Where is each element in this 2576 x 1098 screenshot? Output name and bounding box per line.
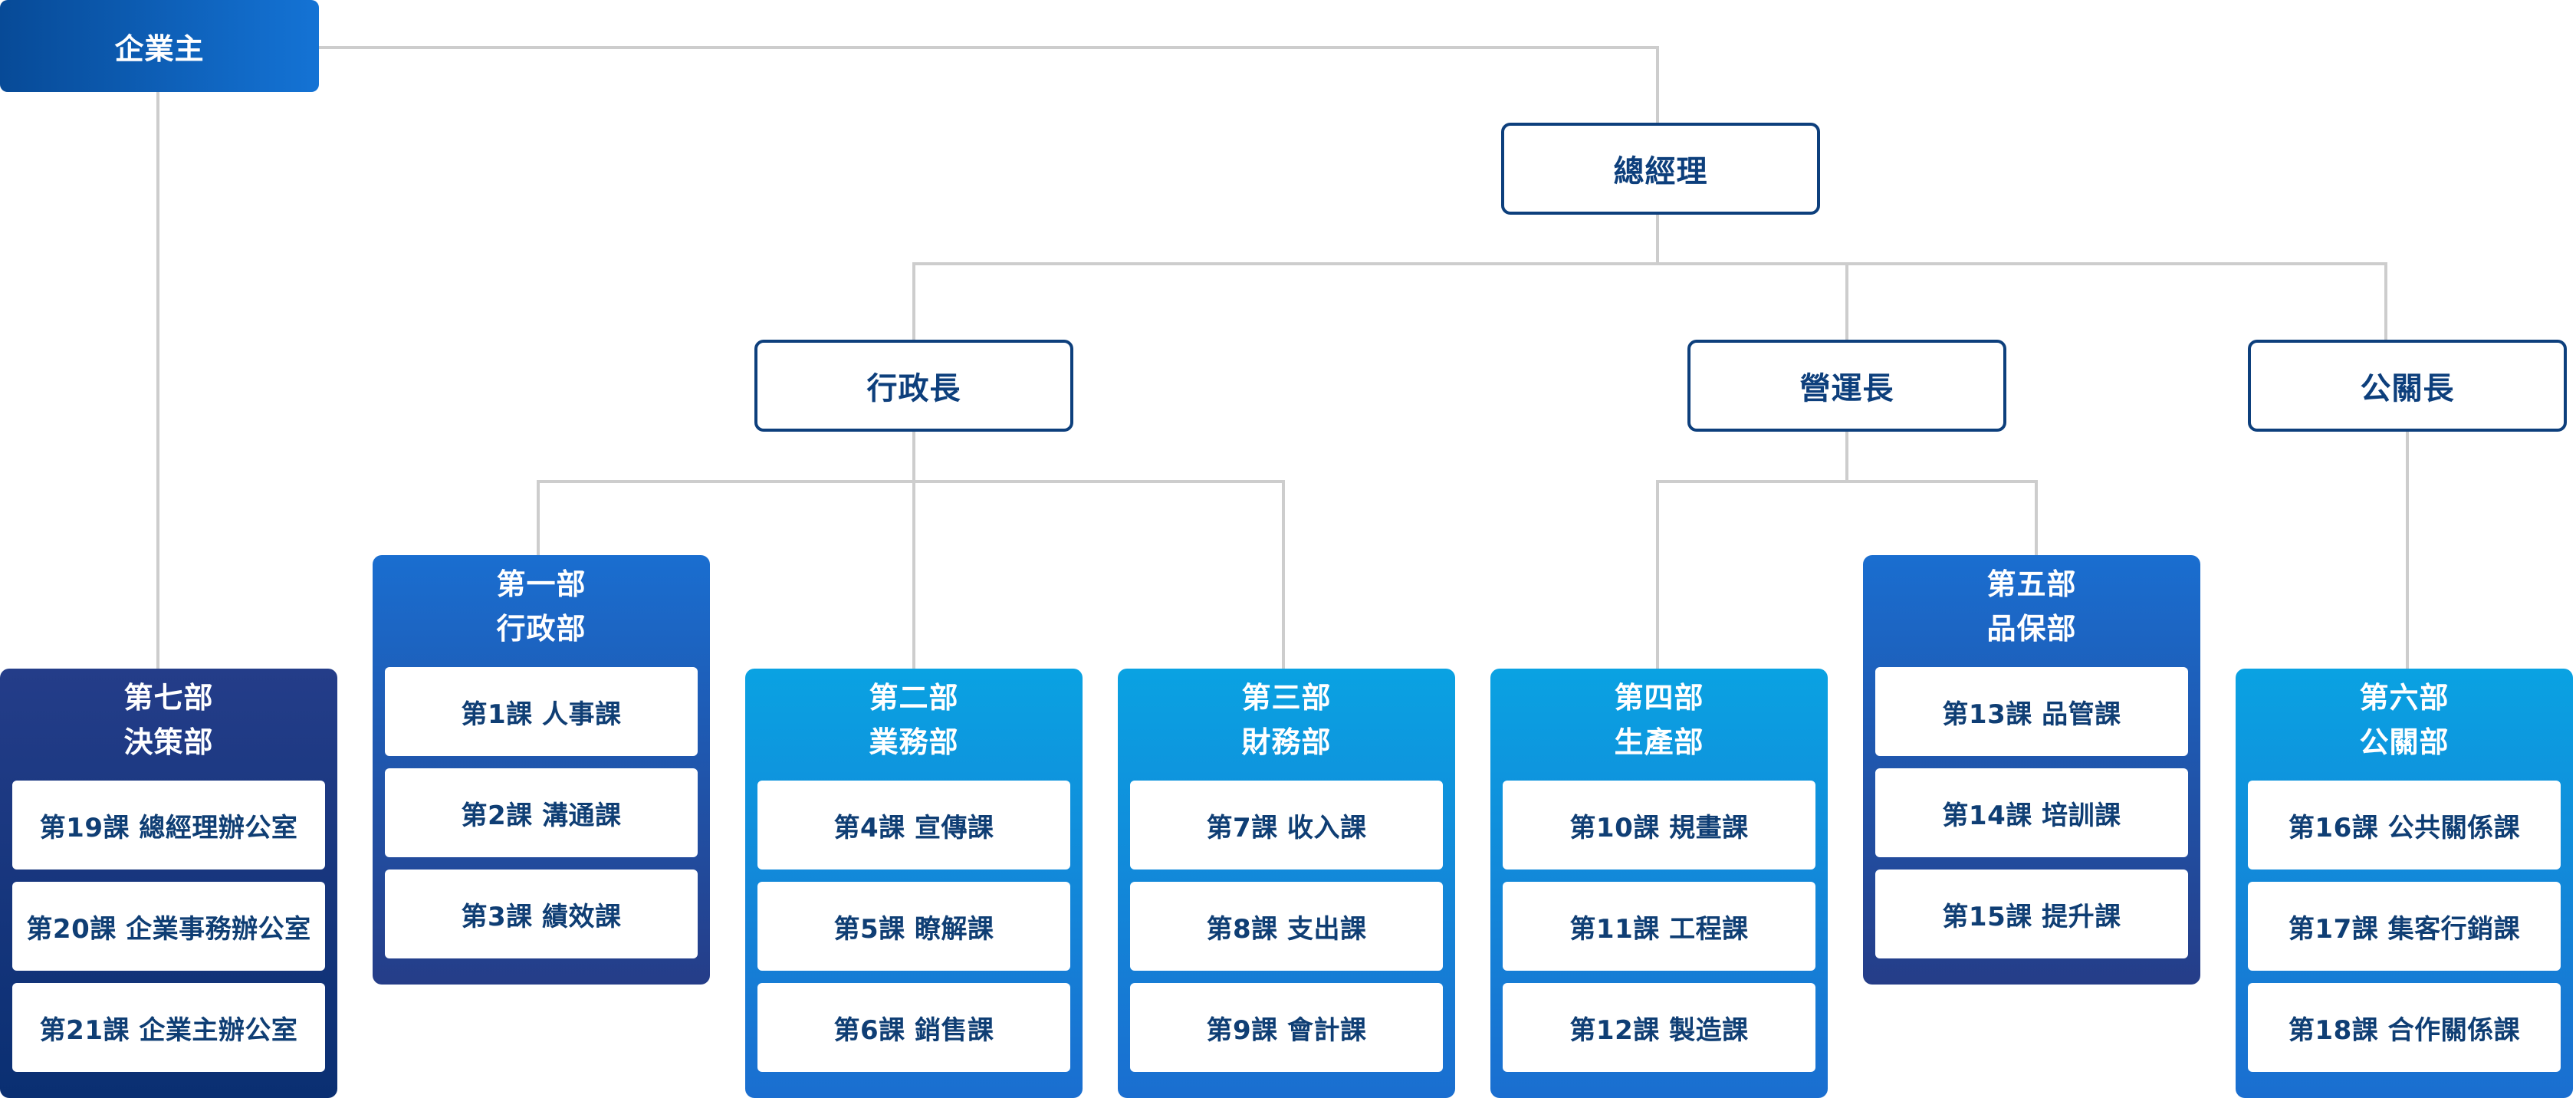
owner-label: 企業主: [114, 31, 205, 66]
department-number: 第一部: [496, 567, 586, 601]
owner-box: 企業主: [0, 0, 319, 92]
admin-chief-label: 行政長: [866, 371, 961, 406]
section-list: 第7課 收入課 第8課 支出課 第9課 會計課: [1130, 781, 1443, 1072]
department-name: 行政部: [496, 612, 586, 646]
section-card: 第16課 公共關係課: [2248, 781, 2561, 870]
section-card: 第10課 規畫課: [1503, 781, 1815, 870]
section-card: 第15課 提升課: [1875, 870, 2188, 958]
section-card: 第1課 人事課: [385, 667, 698, 756]
department-number: 第三部: [1241, 681, 1332, 715]
department-title: 第六部 公關部: [2248, 670, 2561, 770]
general-manager-label: 總經理: [1613, 154, 1708, 189]
section-card: 第17課 集客行銷課: [2248, 882, 2561, 971]
section-card: 第5課 瞭解課: [757, 882, 1070, 971]
department-title: 第二部 業務部: [757, 670, 1070, 770]
section-card: 第9課 會計課: [1130, 983, 1443, 1072]
section-card: 第14課 培訓課: [1875, 768, 2188, 857]
section-card: 第11課 工程課: [1503, 882, 1815, 971]
section-list: 第19課 總經理辦公室 第20課 企業事務辦公室 第21課 企業主辦公室: [12, 781, 325, 1072]
operations-chief-label: 營運長: [1799, 371, 1894, 406]
department-5-panel: 第五部 品保部 第13課 品管課 第14課 培訓課 第15課 提升課: [1863, 555, 2200, 985]
section-card: 第20課 企業事務辦公室: [12, 882, 325, 971]
department-1-panel: 第一部 行政部 第1課 人事課 第2課 溝通課 第3課 績效課: [373, 555, 710, 985]
section-list: 第4課 宣傳課 第5課 瞭解課 第6課 銷售課: [757, 781, 1070, 1072]
section-card: 第2課 溝通課: [385, 768, 698, 857]
department-name: 品保部: [1986, 612, 2077, 646]
pr-chief-label: 公關長: [2360, 371, 2455, 406]
department-name: 業務部: [869, 725, 959, 759]
department-name: 公關部: [2359, 725, 2450, 759]
department-number: 第七部: [123, 681, 214, 715]
section-list: 第13課 品管課 第14課 培訓課 第15課 提升課: [1875, 667, 2188, 958]
section-card: 第6課 銷售課: [757, 983, 1070, 1072]
section-card: 第3課 績效課: [385, 870, 698, 958]
section-card: 第13課 品管課: [1875, 667, 2188, 756]
pr-chief-box: 公關長: [2248, 340, 2567, 432]
department-title: 第一部 行政部: [385, 557, 698, 656]
department-number: 第五部: [1986, 567, 2077, 601]
department-title: 第五部 品保部: [1875, 557, 2188, 656]
department-name: 決策部: [123, 725, 214, 759]
general-manager-box: 總經理: [1501, 123, 1820, 215]
section-list: 第10課 規畫課 第11課 工程課 第12課 製造課: [1503, 781, 1815, 1072]
department-number: 第二部: [869, 681, 959, 715]
section-card: 第7課 收入課: [1130, 781, 1443, 870]
admin-chief-box: 行政長: [754, 340, 1073, 432]
department-7-panel: 第七部 決策部 第19課 總經理辦公室 第20課 企業事務辦公室 第21課 企業…: [0, 669, 337, 1098]
section-card: 第21課 企業主辦公室: [12, 983, 325, 1072]
section-card: 第8課 支出課: [1130, 882, 1443, 971]
section-list: 第16課 公共關係課 第17課 集客行銷課 第18課 合作關係課: [2248, 781, 2561, 1072]
department-3-panel: 第三部 財務部 第7課 收入課 第8課 支出課 第9課 會計課: [1118, 669, 1455, 1098]
department-name: 財務部: [1241, 725, 1332, 759]
section-card: 第4課 宣傳課: [757, 781, 1070, 870]
department-title: 第三部 財務部: [1130, 670, 1443, 770]
department-title: 第七部 決策部: [12, 670, 325, 770]
operations-chief-box: 營運長: [1687, 340, 2006, 432]
department-2-panel: 第二部 業務部 第4課 宣傳課 第5課 瞭解課 第6課 銷售課: [745, 669, 1083, 1098]
department-6-panel: 第六部 公關部 第16課 公共關係課 第17課 集客行銷課 第18課 合作關係課: [2236, 669, 2573, 1098]
department-4-panel: 第四部 生產部 第10課 規畫課 第11課 工程課 第12課 製造課: [1490, 669, 1828, 1098]
department-number: 第六部: [2359, 681, 2450, 715]
section-card: 第18課 合作關係課: [2248, 983, 2561, 1072]
department-name: 生產部: [1614, 725, 1704, 759]
department-number: 第四部: [1614, 681, 1704, 715]
department-title: 第四部 生產部: [1503, 670, 1815, 770]
section-card: 第12課 製造課: [1503, 983, 1815, 1072]
section-list: 第1課 人事課 第2課 溝通課 第3課 績效課: [385, 667, 698, 958]
section-card: 第19課 總經理辦公室: [12, 781, 325, 870]
